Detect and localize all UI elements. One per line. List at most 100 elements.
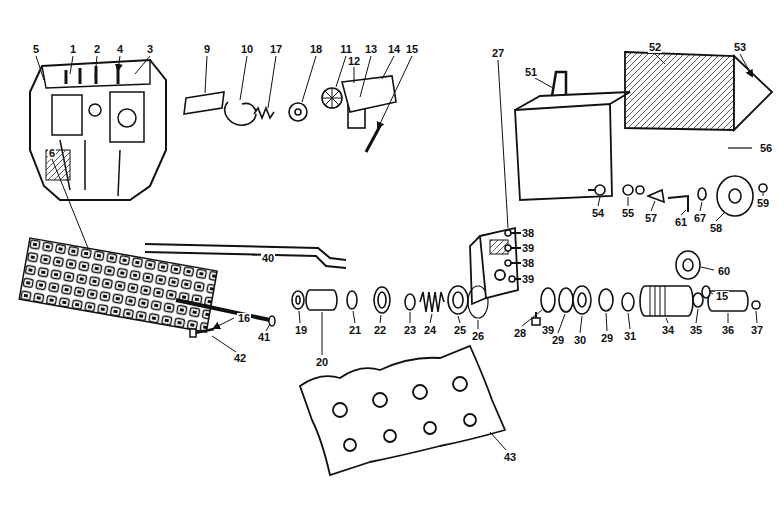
plate-43 [464, 414, 476, 426]
left-row-parts [420, 292, 444, 312]
right-row-parts [752, 301, 760, 309]
callout-number: 15 [715, 291, 729, 302]
right-row-parts [578, 293, 586, 307]
cover-assembly [625, 52, 734, 130]
callout-number: 29 [551, 335, 565, 346]
callout-number: 39 [521, 274, 535, 285]
callout-number: 27 [491, 48, 505, 59]
leader-lines [681, 210, 686, 215]
screws-38-39 [511, 232, 521, 234]
leader-lines [700, 202, 702, 211]
leader-lines [535, 78, 553, 88]
leader-lines [382, 56, 394, 79]
leader-lines [212, 336, 236, 352]
callout-number: 10 [240, 44, 254, 55]
leader-lines [763, 193, 764, 196]
left-row-parts [453, 292, 463, 308]
callout-number: 6 [48, 148, 56, 159]
upper-small-parts [184, 92, 224, 114]
leader-lines [70, 56, 73, 74]
leader-lines [299, 311, 300, 323]
screws-38-39 [511, 262, 521, 264]
leader-lines [522, 310, 542, 326]
leader-lines [558, 314, 565, 333]
callout-number: 41 [257, 332, 271, 343]
upper-small-parts [225, 102, 256, 125]
leader-lines [266, 324, 270, 331]
leader-lines [268, 56, 276, 108]
screws-38-39 [505, 230, 511, 236]
upper-small-parts [184, 76, 396, 152]
leader-lines [598, 197, 600, 206]
leader-lines [716, 213, 724, 221]
callout-number: 17 [269, 44, 283, 55]
callout-number: 21 [348, 325, 362, 336]
leader-lines [336, 56, 346, 87]
leader-lines [36, 54, 763, 450]
leader-lines [380, 315, 381, 323]
left-row-parts [405, 294, 415, 310]
pump-housing [30, 60, 166, 200]
right-row-parts [693, 293, 703, 307]
callout-number: 1 [69, 44, 77, 55]
left-row-parts [306, 290, 337, 310]
shaft-41 [190, 329, 196, 337]
pump-housing [30, 60, 166, 200]
right-row-parts [573, 286, 591, 314]
plate-43 [413, 385, 427, 399]
callout-number: 31 [623, 331, 637, 342]
callout-number: 58 [709, 223, 723, 234]
leader-lines [52, 159, 88, 248]
callout-number: 14 [387, 44, 401, 55]
upper-small-parts [295, 109, 301, 115]
leader-lines [360, 56, 371, 97]
cover-small-parts [717, 176, 753, 216]
plate-43 [424, 422, 436, 434]
pump-housing [66, 64, 118, 84]
callout-number: 34 [661, 325, 675, 336]
leader-lines [135, 56, 150, 74]
callout-number: 25 [453, 325, 467, 336]
upper-small-parts [322, 88, 342, 108]
plate-43 [300, 346, 505, 475]
left-row-parts [296, 296, 300, 304]
callout-number: 38 [521, 258, 535, 269]
leader-lines [458, 316, 460, 323]
left-row-parts [448, 286, 468, 314]
plate-43 [373, 393, 387, 407]
leader-lines [205, 56, 207, 93]
leader-lines [701, 267, 714, 270]
leader-lines [580, 316, 582, 333]
callout-number: 35 [689, 325, 703, 336]
cover-assembly [515, 104, 612, 200]
callout-number: 54 [591, 208, 605, 219]
leader-lines [353, 311, 355, 323]
cover-small-parts [729, 189, 741, 203]
callout-number: 40 [261, 253, 275, 264]
callout-number: 18 [309, 44, 323, 55]
leader-lines [756, 311, 757, 323]
right-row-parts [650, 286, 665, 316]
callout-number: 19 [294, 325, 308, 336]
right-row-parts [676, 251, 700, 279]
rod-40 [145, 244, 346, 268]
left-row-parts [292, 286, 488, 318]
cover-assembly [734, 56, 772, 130]
callout-number: 55 [621, 208, 635, 219]
leader-lines [378, 56, 412, 128]
callout-number: 4 [116, 44, 124, 55]
callout-number: 23 [403, 325, 417, 336]
callout-number: 56 [759, 143, 773, 154]
callout-number: 57 [644, 213, 658, 224]
leader-lines [651, 201, 655, 211]
callout-number: 38 [521, 228, 535, 239]
callout-number: 20 [315, 357, 329, 368]
cover-small-parts [623, 185, 633, 195]
cover-small-parts [668, 196, 688, 212]
callout-number: 59 [756, 198, 770, 209]
left-row-parts [347, 291, 357, 309]
rod-40 [145, 252, 346, 268]
left-row-parts [378, 292, 386, 308]
callout-number: 16 [237, 313, 251, 324]
